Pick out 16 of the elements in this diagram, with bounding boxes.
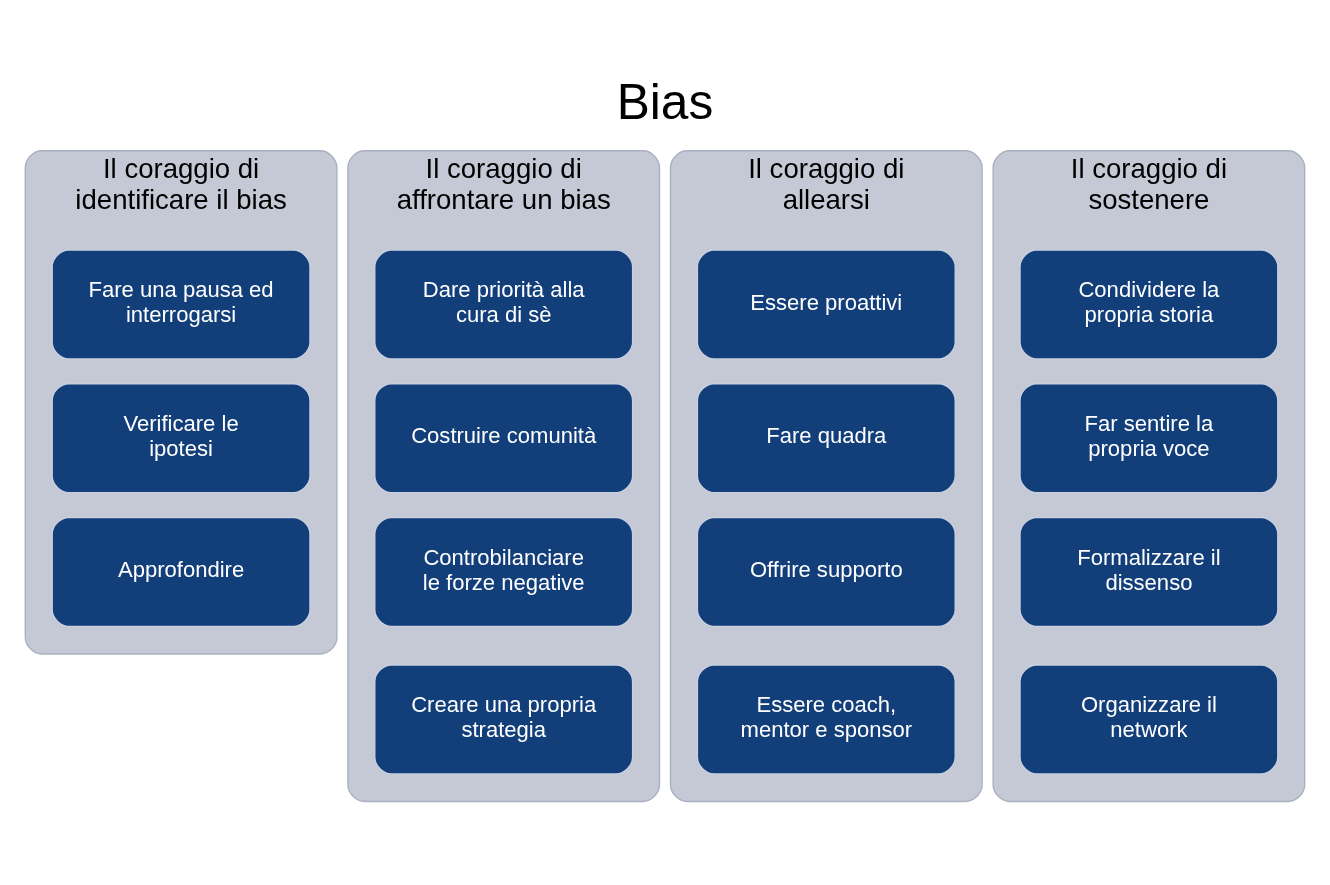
node-box: Far sentire la propria voce [1019,382,1279,493]
node-box: Offrire supporto [696,516,956,627]
node-box: Fare quadra [696,382,956,493]
node-box: Verificare le ipotesi [51,382,311,493]
node-box: Essere proattivi [696,248,956,360]
node-box: Approfondire [51,516,311,627]
node-box: Formalizzare il dissenso [1019,516,1279,627]
node-box: Controbilanciare le forze negative [374,516,634,627]
node-box: Condividere la propria storia [1019,248,1279,360]
node-box: Dare priorità alla cura di sè [374,248,634,360]
node-box: Costruire comunità [374,382,634,493]
node-box: Creare una propria strategia [374,663,634,775]
node-box: Essere coach, mentor e sponsor [696,663,956,775]
node-box: Organizzare il network [1019,663,1279,775]
diagram-title: Bias [616,73,714,130]
node-box: Fare una pausa ed interrogarsi [51,248,311,360]
